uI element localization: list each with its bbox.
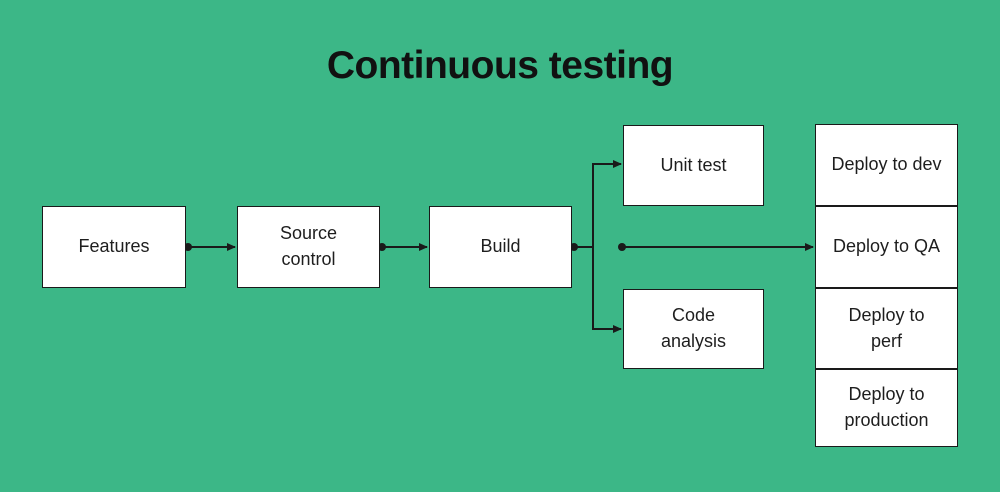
node-source-control-label: Source control [279, 223, 338, 269]
node-deploy-perf: Deploy to perf [815, 288, 958, 369]
node-deploy-dev: Deploy to dev [815, 124, 958, 206]
diagram-title: Continuous testing [326, 44, 674, 87]
connector-features-to-source-control [184, 243, 236, 251]
node-unit-test: Unit test [623, 125, 764, 206]
node-deploy-perf-label: Deploy to perf [848, 304, 925, 351]
node-features: Features [42, 206, 186, 288]
node-code-analysis-label: Code analysis [660, 305, 727, 351]
node-deploy-production: Deploy to production [815, 369, 958, 447]
node-deploy-production-label: Deploy to production [844, 384, 929, 430]
connector-source-control-to-build [378, 243, 428, 251]
node-unit-test-label: Unit test [660, 154, 727, 175]
node-build-label: Build [480, 236, 521, 257]
connector-build-branch [570, 160, 622, 333]
node-deploy-dev-label: Deploy to dev [831, 154, 942, 175]
node-deploy-qa: Deploy to QA [815, 206, 958, 288]
connector-build-to-deploy-qa [618, 243, 814, 251]
node-build: Build [429, 206, 572, 288]
node-features-label: Features [78, 236, 150, 257]
node-deploy-qa-label: Deploy to QA [832, 236, 941, 257]
node-code-analysis: Code analysis [623, 289, 764, 369]
node-source-control: Source control [237, 206, 380, 288]
